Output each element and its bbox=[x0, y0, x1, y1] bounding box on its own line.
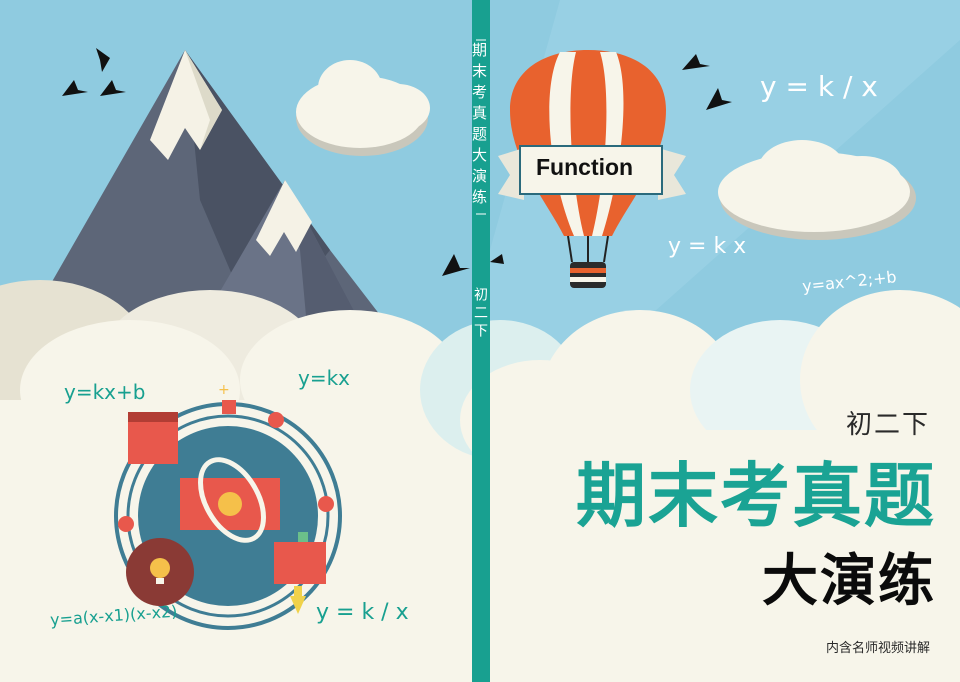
cloud-bank-right bbox=[420, 290, 960, 682]
spine-title: 期末考真题大演练 bbox=[470, 42, 488, 210]
bird-icon bbox=[682, 54, 710, 70]
video-note: 内含名师视频讲解 bbox=[826, 641, 931, 656]
bird-icon bbox=[62, 80, 88, 96]
bird-icon bbox=[442, 254, 470, 276]
bird-icon bbox=[96, 48, 110, 72]
bird-icon bbox=[490, 254, 504, 264]
birds bbox=[62, 48, 732, 276]
formula-proportional: y=kx bbox=[298, 366, 351, 390]
bird-icon bbox=[706, 88, 732, 110]
hot-air-balloon bbox=[498, 50, 686, 288]
svg-text:+: + bbox=[218, 382, 230, 398]
spine-grade: 初二下 bbox=[472, 287, 488, 341]
spine bbox=[472, 0, 490, 682]
balloon-label: Function bbox=[536, 154, 634, 180]
formula-proportional-mid: y = k x bbox=[668, 234, 747, 259]
main-title: 期末考真题 bbox=[576, 455, 936, 537]
bird-icon bbox=[100, 80, 126, 96]
cloud-upper-right bbox=[718, 140, 916, 240]
formula-linear: y=kx+b bbox=[64, 380, 146, 404]
sub-title: 大演练 bbox=[762, 549, 936, 614]
cloud-upper-left bbox=[296, 60, 430, 156]
planet-illustration: + bbox=[114, 382, 342, 630]
formula-inverse: y = k / x bbox=[316, 600, 409, 625]
grade-label: 初二下 bbox=[845, 410, 930, 440]
formula-inverse-top: y = k / x bbox=[760, 70, 878, 103]
